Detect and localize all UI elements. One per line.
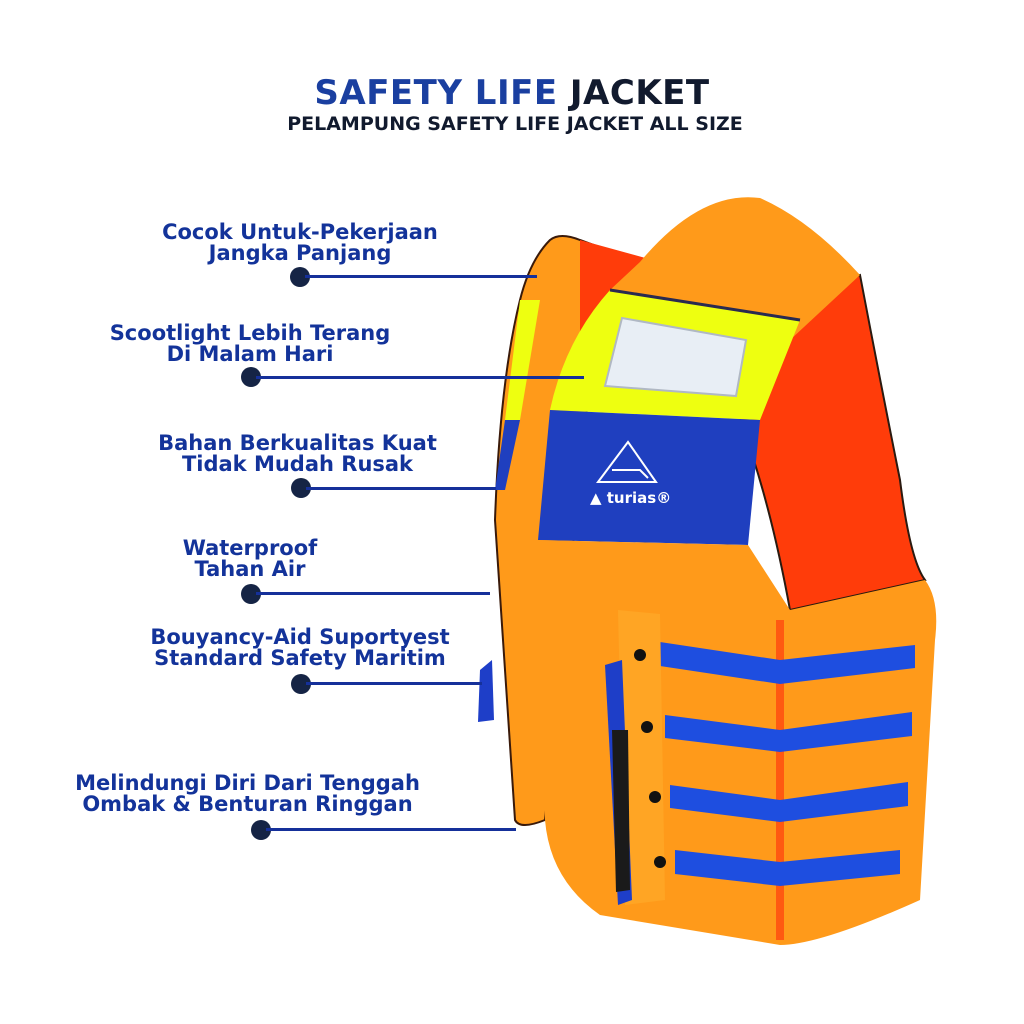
callout-line: [256, 592, 490, 595]
callout-dot: [241, 367, 261, 387]
feature-callout: Bouyancy-Aid Suportyest Standard Safety …: [150, 625, 450, 670]
title-blue: SAFETY LIFE: [314, 73, 558, 113]
callout-line: [256, 376, 584, 379]
page-title: SAFETY LIFE JACKET: [0, 73, 1024, 113]
feature-callout: Melindungi Diri Dari Tenggah Ombak & Ben…: [75, 771, 420, 816]
feature-callout: Cocok Untuk-Pekerjaan Jangka Panjang: [162, 220, 438, 265]
feature-callout: Scootlight Lebih Terang Di Malam Hari: [109, 321, 391, 366]
brand-text: ▲ turias®: [590, 489, 671, 507]
title-dark: JACKET: [569, 73, 710, 113]
callout-line: [266, 828, 516, 831]
callout-dot: [241, 584, 261, 604]
callout-dot: [291, 478, 311, 498]
callout-dot: [291, 674, 311, 694]
callout-line: [306, 682, 482, 685]
callout-line: [306, 487, 496, 490]
brand-logo: [596, 440, 658, 483]
feature-callout: Waterproof Tahan Air: [182, 536, 318, 581]
page-subtitle: PELAMPUNG SAFETY LIFE JACKET ALL SIZE: [287, 113, 743, 135]
feature-callout: Bahan Berkualitas Kuat Tidak Mudah Rusak: [158, 431, 437, 476]
callout-dot: [251, 820, 271, 840]
callout-line: [305, 275, 537, 278]
callout-dot: [290, 267, 310, 287]
